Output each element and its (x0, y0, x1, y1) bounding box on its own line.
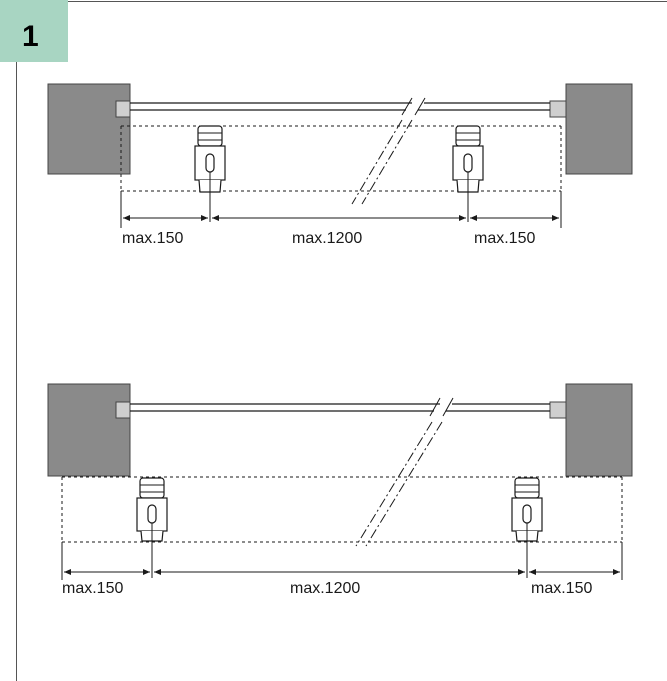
dimension-label-middle: max.1200 (290, 580, 360, 597)
dimension-label-right: max.150 (531, 580, 592, 597)
right-wall (565, 83, 633, 175)
right-socket (549, 401, 567, 419)
rail (130, 397, 550, 417)
curtain-outline (120, 119, 562, 205)
left-wall (47, 83, 131, 175)
left-socket (115, 100, 131, 118)
dimension-label-middle: max.1200 (292, 230, 362, 247)
left-socket (115, 401, 131, 419)
diagram-top: max.150 max.1200 max.150 (47, 83, 633, 247)
curtain-outline (61, 421, 623, 547)
dimension-label-left: max.150 (122, 230, 183, 247)
rail (130, 97, 550, 116)
dimension-label-right: max.150 (474, 230, 535, 247)
dimension-label-left: max.150 (62, 580, 123, 597)
bracket-left (194, 125, 226, 222)
bracket-left (136, 477, 168, 578)
diagram-bottom: max.150 max.1200 max.150 (47, 383, 633, 597)
step-badge: 1 (0, 0, 68, 62)
left-wall (47, 383, 131, 477)
bracket-right (511, 477, 543, 578)
right-wall (565, 383, 633, 477)
bracket-right (452, 125, 484, 222)
step-number: 1 (22, 20, 39, 53)
right-socket (549, 100, 567, 118)
step-badge-background (0, 0, 68, 62)
